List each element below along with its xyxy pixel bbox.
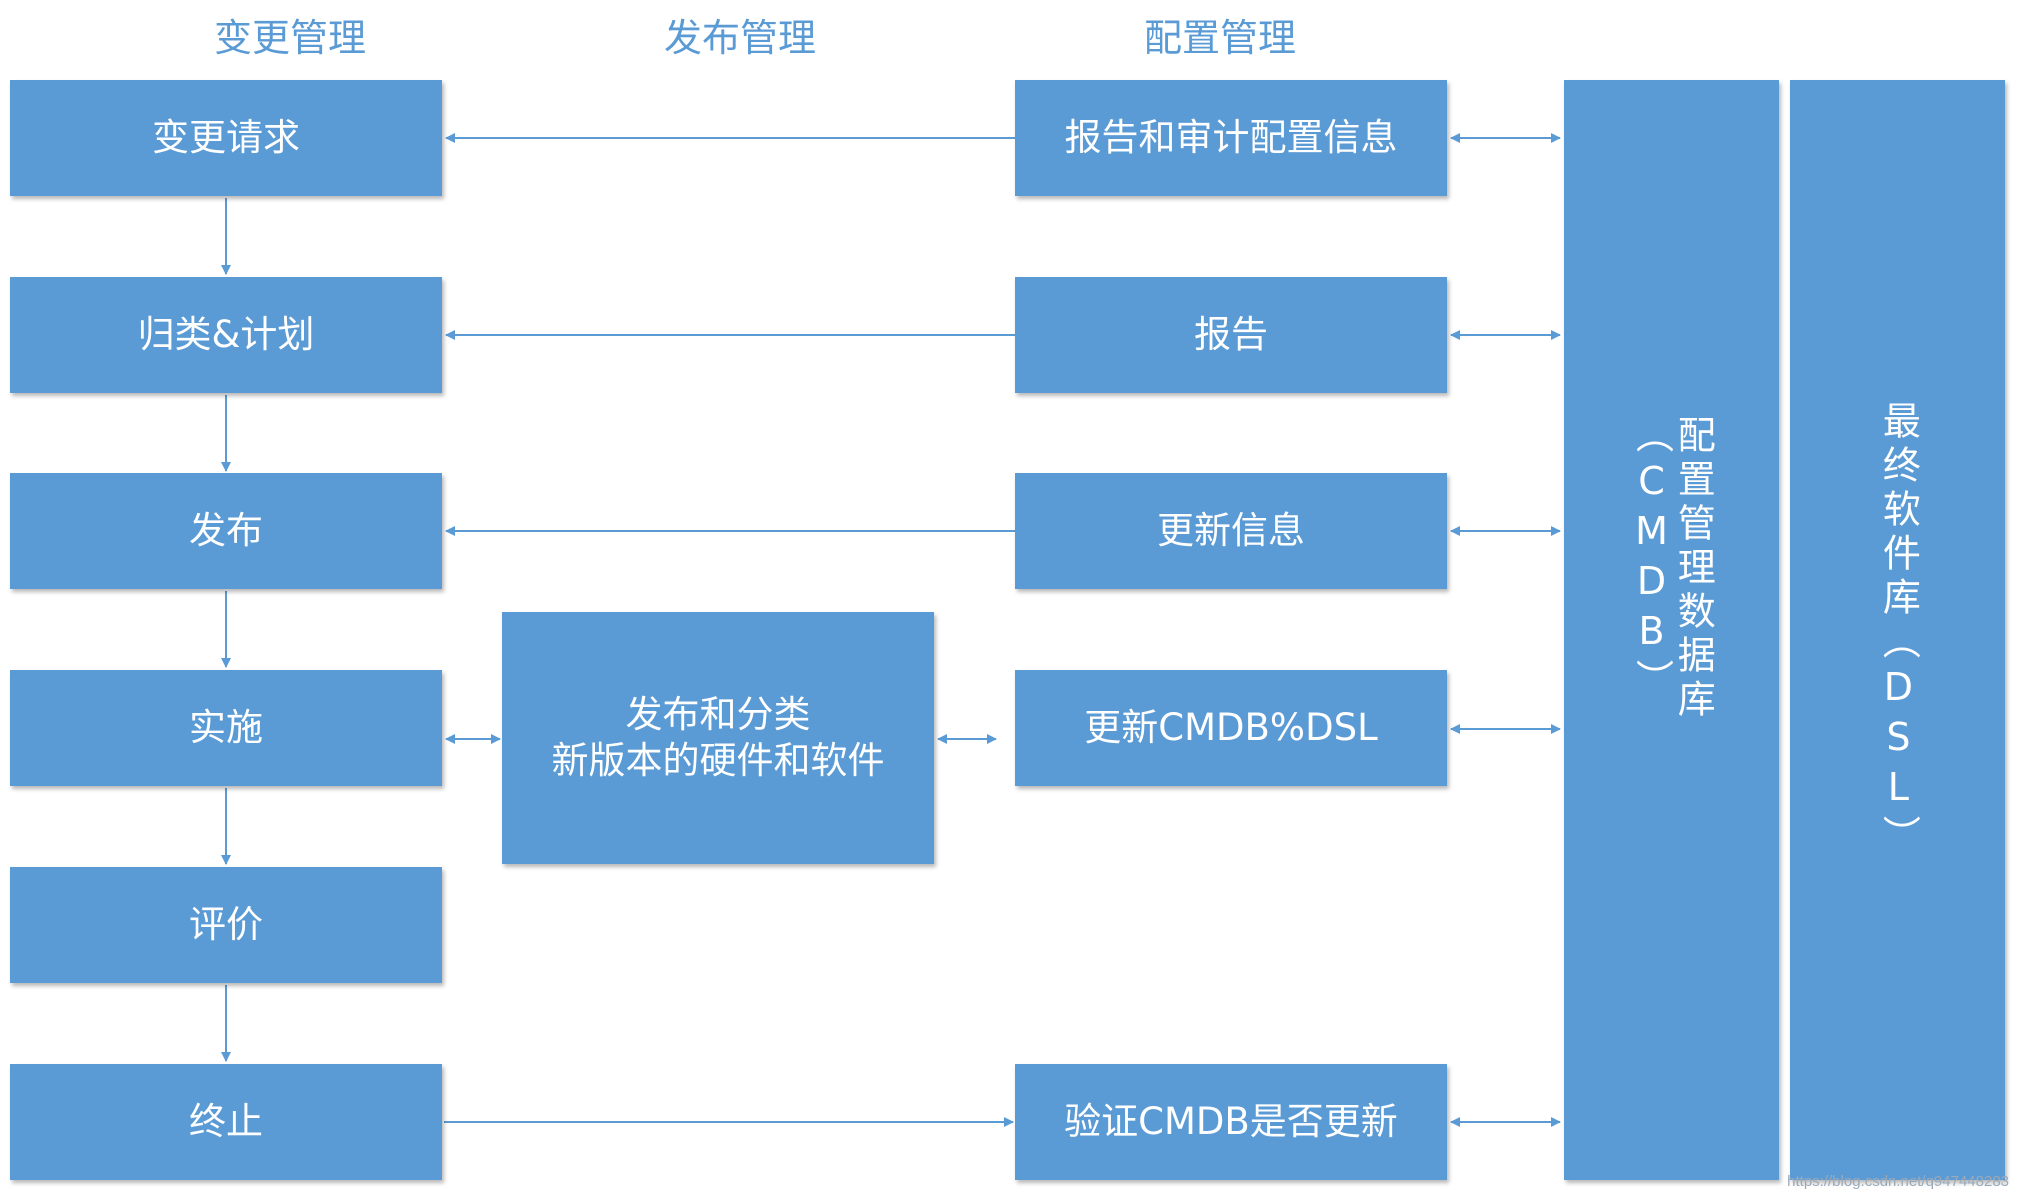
cmdb-database: 配置管理数据库（CMDB）: [1564, 80, 1779, 1180]
config-verify-cmdb-label: 验证CMDB是否更新: [1064, 1099, 1398, 1143]
step-implement: 实施: [10, 670, 442, 786]
step-change-request: 变更请求: [10, 80, 442, 196]
step-release: 发布: [10, 473, 442, 589]
step-implement-label: 实施: [189, 705, 263, 749]
step-classify-plan: 归类&计划: [10, 277, 442, 393]
step-close: 终止: [10, 1064, 442, 1180]
header-release-management: 发布管理: [663, 16, 816, 60]
step-classify-plan-label: 归类&计划: [137, 312, 315, 356]
dsl-library: 最终软件库（DSL）: [1790, 80, 2005, 1180]
release-box-line2: 新版本的硬件和软件: [551, 739, 885, 782]
header-change-management: 变更管理: [213, 16, 366, 60]
config-update-info: 更新信息: [1015, 473, 1447, 589]
step-evaluate-label: 评价: [189, 902, 263, 946]
config-update-cmdb-dsl: 更新CMDB%DSL: [1015, 670, 1447, 786]
config-update-cmdb-dsl-label: 更新CMDB%DSL: [1084, 705, 1378, 749]
config-report-audit-label: 报告和审计配置信息: [1064, 115, 1398, 159]
config-update-info-label: 更新信息: [1157, 508, 1305, 552]
watermark: https://blog.csdn.net/q947448283: [1787, 1173, 2009, 1190]
config-verify-cmdb: 验证CMDB是否更新: [1015, 1064, 1447, 1180]
step-change-request-label: 变更请求: [152, 115, 300, 159]
config-report-audit: 报告和审计配置信息: [1015, 80, 1447, 196]
release-distribute-box: 发布和分类 新版本的硬件和软件: [502, 612, 934, 864]
header-config-management: 配置管理: [1143, 16, 1296, 60]
cmdb-label: 配置管理数据库（CMDB）: [1629, 415, 1716, 723]
config-report-label: 报告: [1194, 312, 1268, 356]
dsl-label: 最终软件库（DSL）: [1876, 401, 1921, 859]
step-evaluate: 评价: [10, 867, 442, 983]
step-close-label: 终止: [189, 1099, 263, 1143]
step-release-label: 发布: [189, 508, 263, 552]
release-box-line1: 发布和分类: [625, 692, 811, 736]
config-report: 报告: [1015, 277, 1447, 393]
